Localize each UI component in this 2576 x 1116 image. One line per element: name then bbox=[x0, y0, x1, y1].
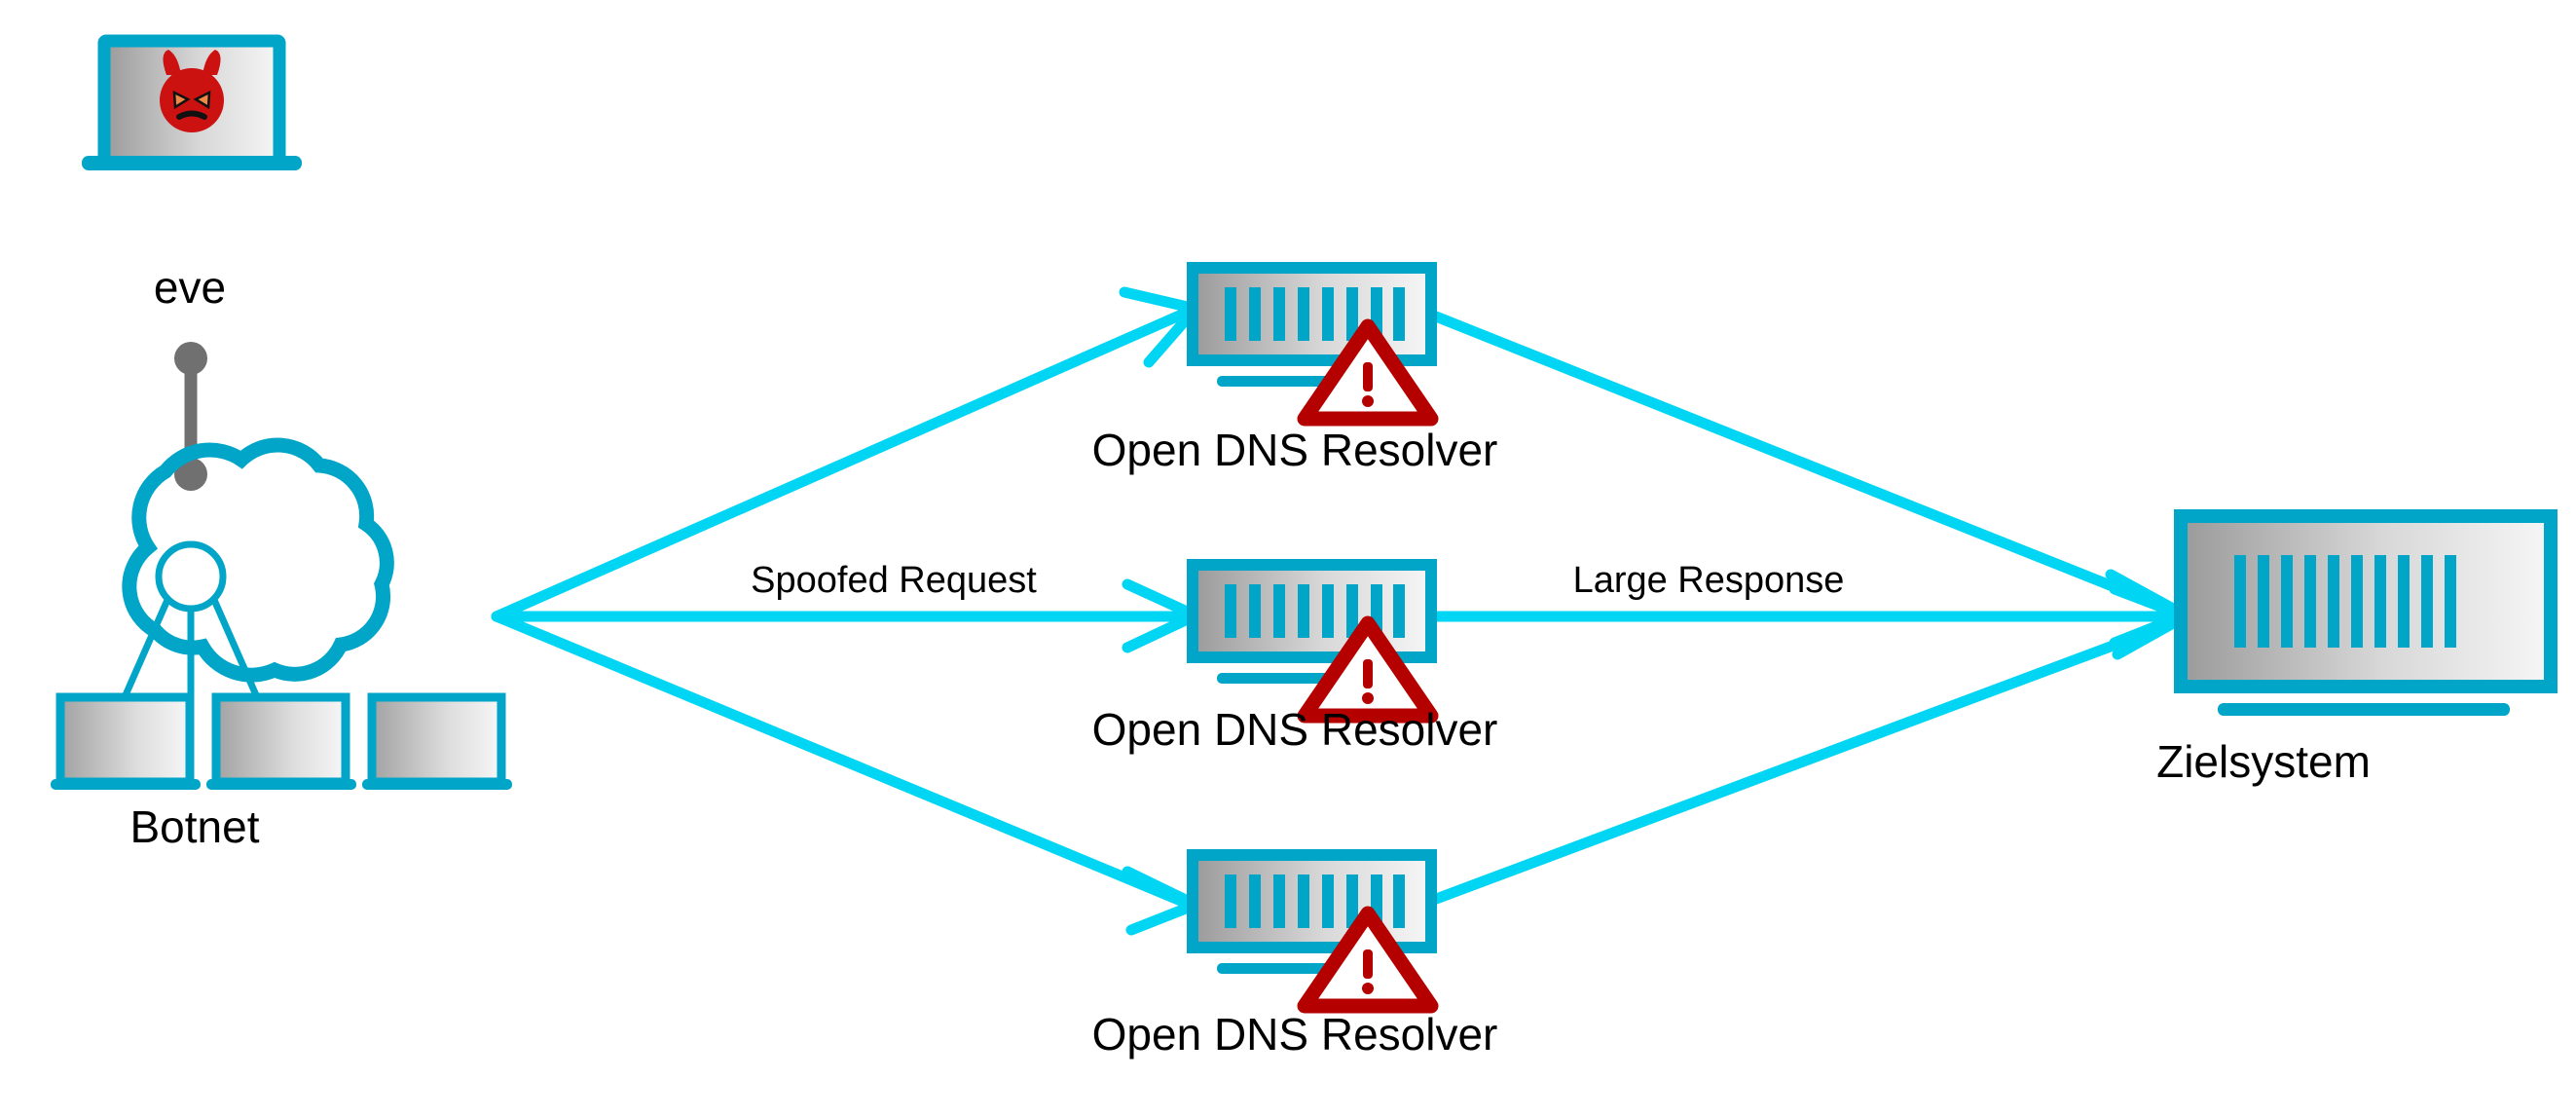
connector-dot-bottom bbox=[174, 458, 207, 491]
node-label-resolver-middle: Open DNS Resolver bbox=[1091, 704, 1498, 755]
node-label-resolver-bottom: Open DNS Resolver bbox=[1091, 1009, 1498, 1060]
laptop-base bbox=[82, 156, 302, 170]
server-large-icon bbox=[2174, 509, 2558, 693]
botnet-laptop-screen bbox=[55, 692, 195, 787]
node-label-resolver-top: Open DNS Resolver bbox=[1091, 425, 1498, 475]
node-zielsystem[interactable] bbox=[2174, 509, 2558, 716]
warning-triangle-icon bbox=[1297, 318, 1439, 427]
connector-dot-top bbox=[174, 342, 207, 375]
cloud-icon bbox=[122, 437, 394, 683]
botnet-laptops bbox=[51, 692, 512, 790]
node-resolver-bottom[interactable] bbox=[1187, 849, 1439, 1014]
node-label-botnet: Botnet bbox=[129, 801, 260, 852]
warning-triangle-icon bbox=[1297, 906, 1439, 1014]
edge-group-large-responses bbox=[1425, 309, 2190, 907]
botnet-laptop-base bbox=[206, 779, 356, 790]
edge-eve-botnet bbox=[174, 342, 207, 491]
node-label-zielsystem: Zielsystem bbox=[2156, 736, 2371, 787]
server-large-bars bbox=[2234, 555, 2456, 648]
edge-label-spoofed-request: Spoofed Request bbox=[751, 560, 1037, 601]
edge-label-large-response: Large Response bbox=[1572, 560, 1845, 601]
warning-triangle-icon bbox=[1297, 615, 1439, 724]
cloud-network-icon bbox=[121, 540, 261, 699]
botnet-laptop-screen bbox=[367, 692, 506, 787]
node-label-eve: eve bbox=[153, 262, 227, 313]
botnet-laptop-base bbox=[362, 779, 512, 790]
node-botnet[interactable] bbox=[51, 437, 512, 790]
edge-group-spoofed-requests bbox=[491, 286, 1201, 936]
edge-request-bottom bbox=[491, 611, 1201, 936]
botnet-laptop-base bbox=[51, 779, 201, 790]
laptop-devil-icon bbox=[160, 50, 224, 132]
botnet-laptop-screen bbox=[211, 692, 350, 787]
edge-response-bottom bbox=[1425, 578, 2190, 907]
server-bars bbox=[1225, 287, 1405, 341]
server-icon bbox=[1187, 262, 1437, 366]
node-resolver-top[interactable] bbox=[1187, 262, 1439, 427]
node-resolver-middle[interactable] bbox=[1187, 559, 1439, 724]
node-eve[interactable] bbox=[82, 34, 302, 170]
server-large-stand bbox=[2218, 703, 2510, 716]
server-bars bbox=[1225, 584, 1405, 638]
